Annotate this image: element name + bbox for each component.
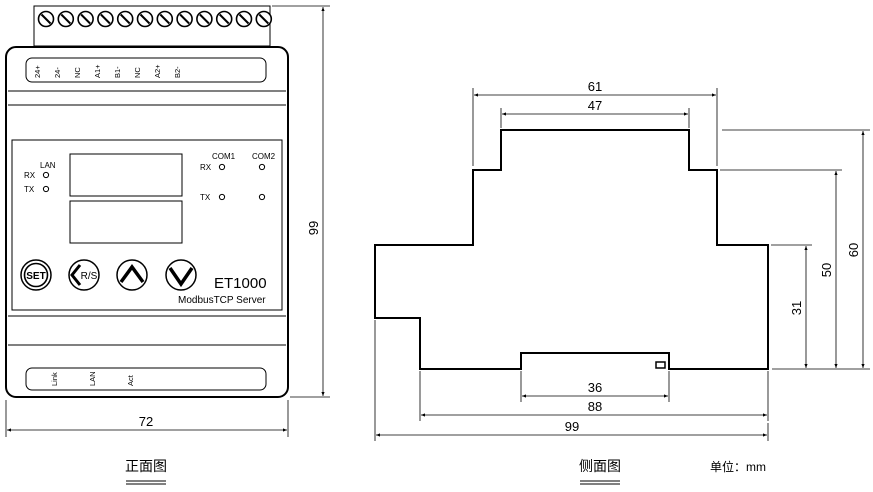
screw-icon [136,10,154,28]
dim-31-value: 31 [789,301,804,315]
rs-button: R/S [68,259,100,291]
led-rx-label: RX [24,171,36,180]
dim-height-value: 99 [306,221,321,235]
com1-label: COM1 [212,152,236,161]
arrow-down-icon [168,267,194,288]
dim-99-value: 99 [565,419,579,434]
status-label: LAN [88,371,97,386]
dim-width-value: 72 [139,414,153,429]
terminal-label: 24+ [33,65,42,78]
com1-rx-led-icon [218,163,226,171]
terminal-label: 24- [53,67,62,78]
led-lan-label: LAN [40,161,56,170]
terminal-label: NC [133,67,142,78]
status-label: Act [126,374,135,386]
led-tx-label: TX [24,185,35,194]
screw-icon [196,10,213,28]
up-button [116,259,148,291]
dim-60-value: 60 [846,243,861,257]
terminal-label: B2- [173,66,182,78]
din-clip-notch [655,361,666,369]
status-label: Link [50,372,59,386]
dim-36-value: 36 [588,380,602,395]
terminal-label: B1- [113,66,122,78]
screw-icon [176,10,193,28]
terminal-label: A2+ [153,64,162,78]
display-upper [69,153,183,197]
terminal-screws [37,10,273,28]
unit-label: 单位：mm [710,459,766,474]
terminal-block [33,5,271,47]
terminal-label: A1+ [93,64,102,78]
com1-tx-led-icon [218,193,226,201]
com2-rx-led-icon [258,163,266,171]
dim-50-value: 50 [819,263,834,277]
screw-icon [37,10,55,28]
display-lower [69,200,183,244]
side-profile-outline [374,129,769,370]
arrow-left-icon [70,264,82,286]
side-view: 61 47 60 50 31 36 88 99 侧 [374,79,870,485]
dim-88-value: 88 [588,399,602,414]
screw-icon [235,10,253,28]
screw-icon [77,10,94,28]
screw-icon [57,10,75,28]
down-button [165,259,197,291]
led-rx-icon [42,171,50,179]
status-label-strip [25,367,267,391]
terminal-label: NC [73,67,82,78]
com2-tx-led-icon [258,193,266,201]
model-name: ET1000 [214,275,267,292]
terminal-label-strip [25,57,267,83]
dim-61-value: 61 [588,79,602,94]
set-button: SET [20,259,52,291]
dim-47-value: 47 [588,98,602,113]
com-tx-label: TX [200,193,211,202]
screw-icon [255,10,273,28]
model-subtitle: ModbusTCP Server [178,295,266,306]
led-tx-icon [42,185,50,193]
screw-icon [156,10,174,28]
arrow-up-icon [119,264,145,284]
front-view: 24+ 24- NC A1+ B1- NC A2+ B2- LAN RX TX … [5,5,330,485]
front-view-caption: 正面图 [125,458,167,474]
side-view-caption: 侧面图 [579,458,621,474]
com-rx-label: RX [200,163,212,172]
com2-label: COM2 [252,152,276,161]
screw-icon [116,10,134,28]
set-button-label: SET [26,271,45,282]
screw-icon [215,10,233,28]
screw-icon [97,10,114,28]
rs-button-label: R/S [81,271,98,282]
